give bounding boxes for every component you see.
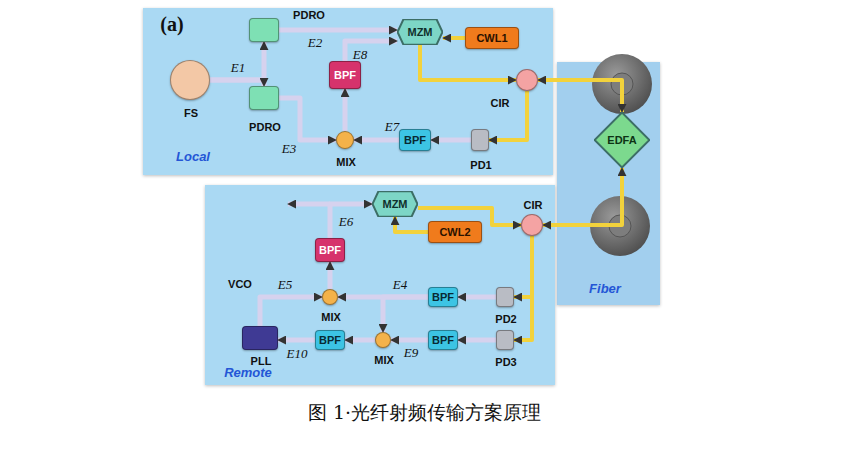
local-panel: Local FS PDRO PDRO BPF MZM CWL1CIR PD1 BPF MIX	[143, 8, 553, 175]
optical-fiber-link	[538, 80, 622, 112]
modulator-box: MZM	[372, 191, 418, 217]
filter-box: BPF	[428, 287, 458, 307]
pll-box: PLL	[242, 326, 278, 350]
photodetector-icon: PD1	[471, 129, 489, 151]
rf-signal-link	[279, 98, 336, 140]
optical-fiber-link	[514, 236, 532, 340]
component-text: BPF	[404, 134, 426, 146]
mixer-icon: MIX	[336, 131, 354, 149]
optical-fiber-link	[543, 168, 622, 225]
figure-caption: 图 1·光纤射频传输方案原理	[0, 400, 849, 426]
rf-signal-link	[458, 338, 496, 343]
rf-signal-link	[458, 295, 496, 300]
signal-label: E10	[287, 346, 308, 362]
component-label: PD1	[470, 159, 491, 171]
signal-label: E4	[393, 277, 407, 293]
laser-box: CWL1	[465, 27, 519, 49]
signal-label: E3	[282, 141, 296, 157]
optical-fiber-link	[420, 45, 516, 80]
circulator-icon: CIR	[516, 69, 538, 91]
component-label: PD3	[495, 356, 516, 368]
component-text: MZM	[382, 198, 407, 210]
optical-fiber-link	[489, 91, 527, 140]
component-label: FS	[184, 107, 198, 119]
component-label: PD2	[495, 313, 516, 325]
optical-fiber-link	[514, 236, 532, 297]
signal-label: E5	[278, 277, 292, 293]
circulator-icon: CIR	[521, 214, 543, 236]
component-text: CWL1	[476, 32, 507, 44]
rf-signal-link	[278, 338, 315, 343]
panel-label: Local	[176, 149, 210, 164]
component-label: MIX	[336, 156, 356, 168]
signal-label: E8	[353, 47, 367, 63]
signal-label: E2	[308, 35, 322, 51]
filter-box: BPF	[399, 129, 431, 151]
rf-signal-link	[383, 297, 428, 332]
oscillator-box: PDRO	[249, 86, 279, 110]
filter-box: BPF	[329, 61, 361, 89]
mixer-icon: MIX	[375, 332, 391, 348]
rf-signal-link	[431, 138, 471, 143]
oscillator-box: PDRO	[249, 18, 279, 42]
component-label: PDRO	[293, 9, 325, 21]
remote-panel: RemoteMZMCWL2CIRBPFMIXBPFPD2PD3BPFMIXBPF…	[205, 185, 555, 385]
component-label: PLL	[251, 355, 272, 367]
rf-signal-link	[330, 204, 372, 238]
mixer-icon: MIX	[322, 289, 338, 305]
filter-box: BPF	[315, 330, 345, 350]
component-label: VCO	[228, 278, 252, 290]
filter-box: BPF	[315, 238, 345, 262]
signal-label: E6	[339, 214, 353, 230]
rf-signal-link	[210, 80, 264, 86]
component-text: BPF	[334, 69, 356, 81]
component-label: CIR	[524, 199, 543, 211]
rf-signal-link	[391, 338, 428, 343]
modulator-box: MZM	[397, 19, 443, 45]
component-text: BPF	[432, 334, 454, 346]
rf-signal-link	[354, 138, 399, 143]
photodetector-icon: PD3	[496, 330, 514, 350]
signal-label: E7	[385, 119, 399, 135]
signal-label: E1	[231, 60, 245, 76]
component-label: PDRO	[249, 121, 281, 133]
source-icon: FS	[170, 60, 210, 100]
rf-signal-link	[260, 297, 322, 326]
component-text: BPF	[319, 244, 341, 256]
component-label: MIX	[374, 354, 394, 366]
subfigure-label: (a)	[160, 13, 183, 36]
panel-label: Fiber	[589, 281, 621, 296]
amplifier-diamond: EDFA	[594, 112, 650, 168]
rf-signal-link	[345, 338, 375, 343]
component-text: BPF	[319, 334, 341, 346]
rf-output-line	[288, 202, 330, 207]
signal-label: E9	[404, 345, 418, 361]
rf-signal-link	[343, 89, 348, 131]
component-label: MIX	[321, 311, 341, 323]
optical-fiber-link	[418, 208, 521, 225]
component-text: MZM	[407, 26, 432, 38]
component-text: BPF	[432, 291, 454, 303]
laser-box: CWL2	[428, 221, 482, 243]
optical-fiber-link	[443, 36, 465, 40]
rf-signal-link	[279, 28, 397, 33]
component-label: CIR	[491, 97, 510, 109]
rf-signal-link	[210, 42, 264, 80]
filter-box: BPF	[428, 330, 458, 350]
optical-fiber-link	[395, 217, 428, 232]
photodetector-icon: PD2	[496, 287, 514, 307]
component-text: EDFA	[607, 134, 636, 146]
rf-signal-link	[328, 262, 333, 289]
component-text: CWL2	[439, 226, 470, 238]
